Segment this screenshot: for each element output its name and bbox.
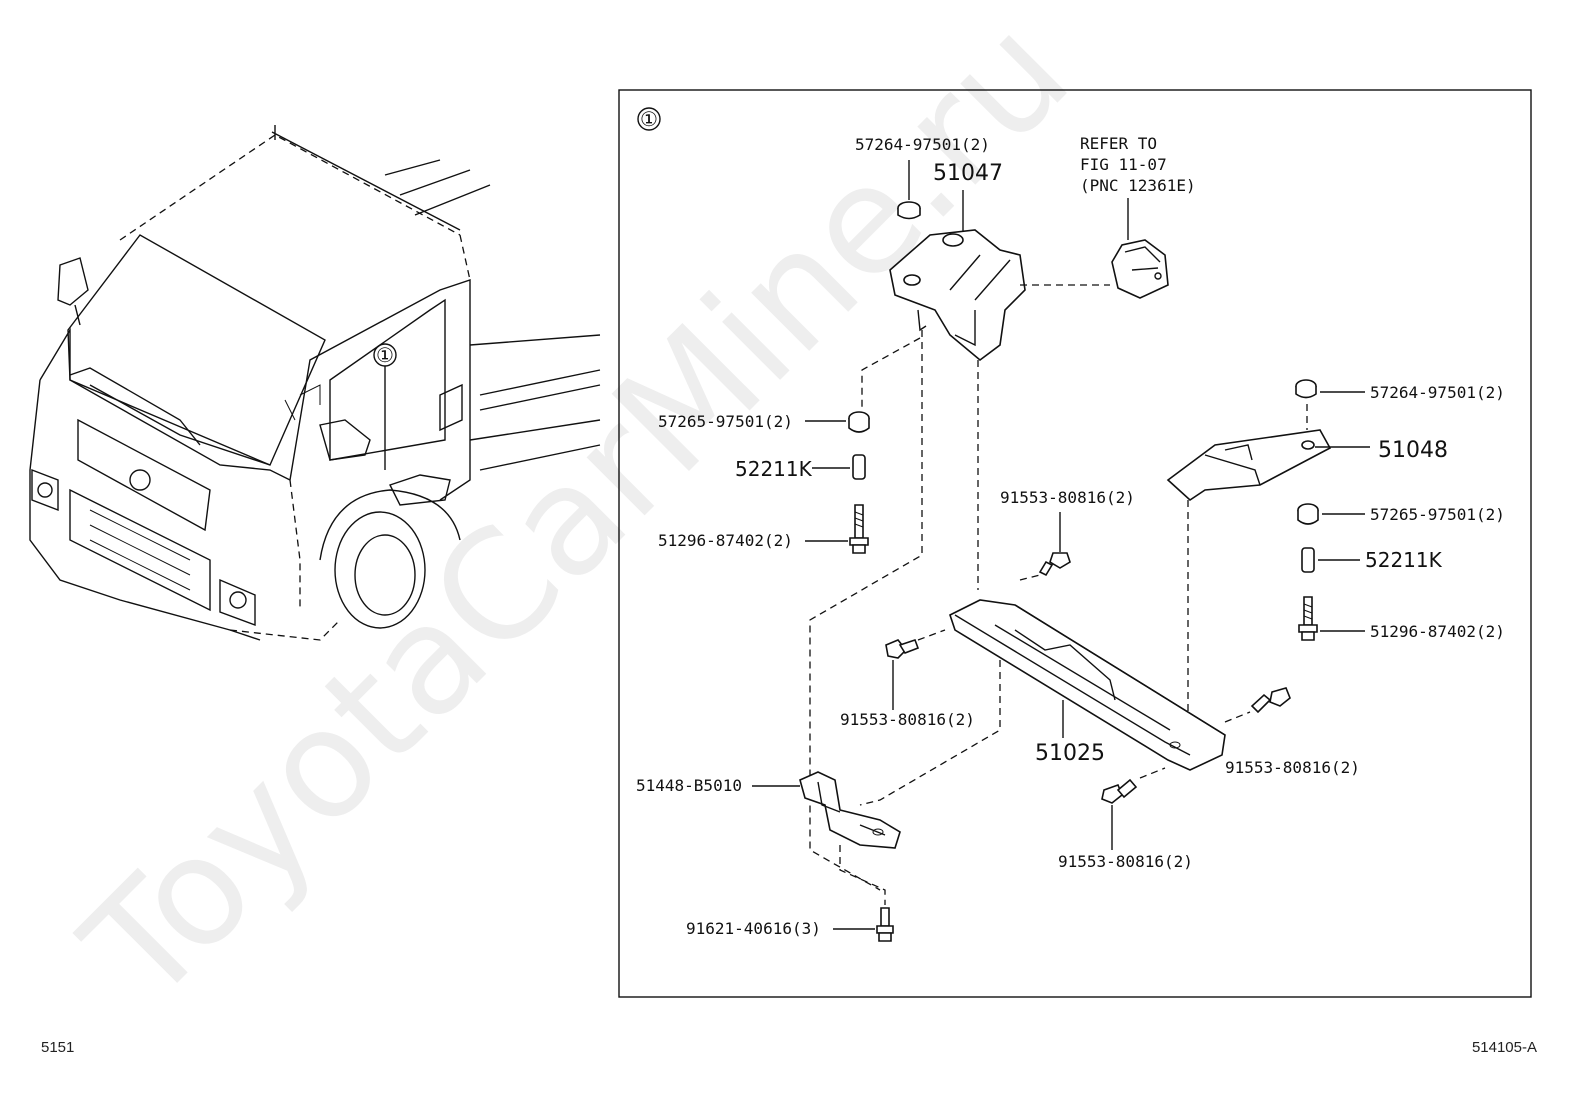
watermark: ToyotaCarMine.ru [52,0,1102,1036]
label-91553-left: 91553-80816(2) [840,710,975,729]
inset-marker: ① [640,107,658,131]
label-91553-right: 91553-80816(2) [1225,758,1360,777]
label-57265-right: 57265-97501(2) [1370,505,1505,524]
part-51296-left-drawing [849,504,869,554]
label-51025: 51025 [1035,741,1105,766]
label-57264-right: 57264-97501(2) [1370,383,1505,402]
label-57265-left: 57265-97501(2) [658,412,793,431]
bolt-91553-top-drawing [1038,552,1071,577]
bolt-91553-bottom-drawing [1101,778,1138,804]
bolt-91553-right-drawing [1250,687,1291,714]
part-51448-drawing [799,771,901,849]
label-52211k-right: 52211K [1365,548,1443,572]
label-91553-top: 91553-80816(2) [1000,488,1135,507]
label-51048: 51048 [1378,438,1448,463]
label-51296-right: 51296-87402(2) [1370,622,1505,641]
callout-marker: ① [376,343,394,367]
label-51448: 51448-B5010 [636,776,742,795]
bolt-91553-left-drawing [885,638,920,659]
part-51025-drawing [949,599,1226,771]
note-line3: (PNC 12361E) [1080,176,1196,195]
label-51047: 51047 [933,161,1003,186]
label-91553-bottom: 91553-80816(2) [1058,852,1193,871]
referenced-mount-drawing [1111,239,1169,299]
part-57264-top-drawing [897,201,921,220]
label-52211k-left: 52211K [735,457,813,481]
label-51296-left: 51296-87402(2) [658,531,793,550]
label-91621: 91621-40616(3) [686,919,821,938]
part-52211k-left-drawing [852,454,866,480]
note-line2: FIG 11-07 [1080,155,1167,174]
inset-frame [618,89,1532,998]
part-51048-drawing [1166,429,1332,502]
footer-right: 514105-A [1472,1039,1537,1056]
label-57264-top: 57264-97501(2) [855,135,990,154]
note-line1: REFER TO [1080,134,1157,153]
inset-marker-circle [637,107,661,131]
footer-left: 5151 [41,1039,74,1056]
part-57264-right-drawing [1295,379,1317,399]
part-52211k-right-drawing [1301,547,1315,573]
truck-cab-illustration [29,125,601,641]
bolt-91621-drawing [876,907,894,942]
part-51296-right-drawing [1298,596,1318,641]
part-57265-right-drawing [1297,503,1319,525]
part-51047-drawing [889,229,1026,362]
part-57265-left-drawing [848,411,870,433]
